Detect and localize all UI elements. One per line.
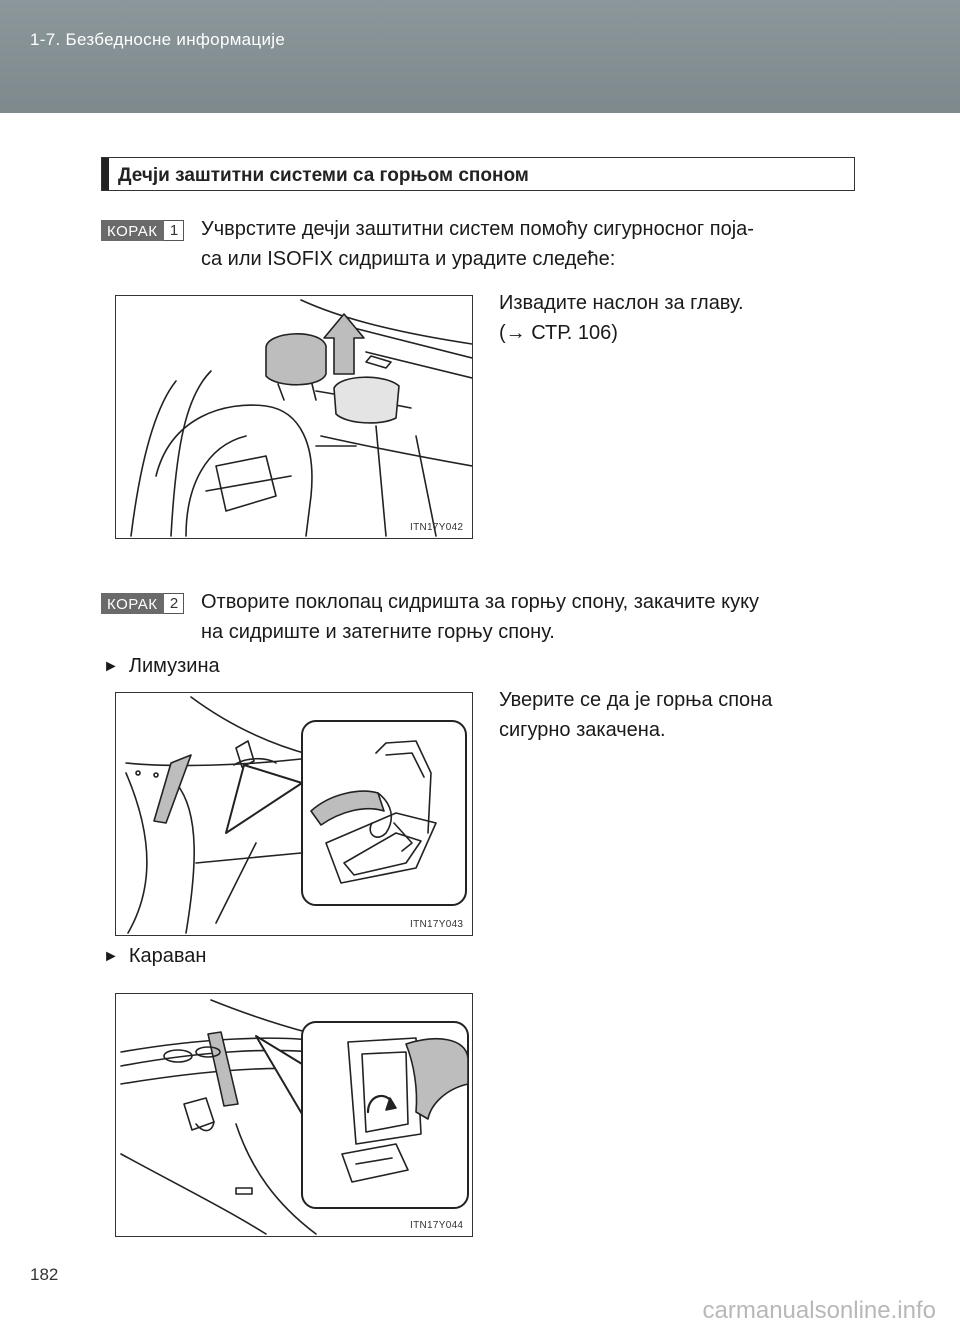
step-1-text: Учврстите дечји заштитни систем помоћу с… [201, 214, 754, 274]
chapter-header-band: 1-7. Безбедносне информације [0, 0, 960, 113]
figure-2-caption-line-1: Уверите се да је горња спона [499, 689, 773, 711]
pointer-triangle-icon: ► [103, 657, 119, 675]
figure-1-caption-line-2: (→ СТР. 106) [499, 322, 618, 344]
figure-2-code: ITN17Y043 [410, 919, 464, 930]
figure-sedan-tether: ITN17Y043 [115, 692, 473, 936]
watermark: carmanualsonline.info [702, 1297, 936, 1324]
step-1-badge-word: КОРАК [101, 220, 165, 241]
page-number: 182 [30, 1265, 59, 1284]
section-heading-text: Дечји заштитни системи са горњом споном [118, 165, 529, 186]
step-1-badge-number: 1 [164, 220, 185, 241]
step-2-line-2: на сидриште и затегните горњу спону. [201, 621, 555, 643]
variant-sedan-label: Лимузина [128, 655, 220, 677]
head-restraint-illustration [130, 299, 472, 537]
section-heading-bar [102, 158, 109, 190]
pointer-triangle-icon: ► [103, 947, 119, 965]
step-1-line-1: Учврстите дечји заштитни систем помоћу с… [201, 218, 754, 240]
chapter-title: 1-7. Безбедносне информације [30, 30, 286, 49]
wagon-tether-illustration [120, 999, 469, 1235]
variant-sedan: ► Лимузина [103, 655, 220, 678]
sedan-tether-illustration [125, 696, 467, 934]
figure-wagon-tether: ITN17Y044 [115, 993, 473, 1237]
figure-1-code: ITN17Y042 [410, 522, 464, 533]
figure-head-restraint: ITN17Y042 [115, 295, 473, 539]
figure-1-caption: Извадите наслон за главу. (→ СТР. 106) [499, 288, 744, 348]
figure-2-caption-line-2: сигурно закачена. [499, 719, 666, 741]
figure-3-code: ITN17Y044 [410, 1220, 464, 1231]
step-1-line-2: са или ISOFIX сидришта и урадите следеће… [201, 248, 616, 270]
step-2-badge-word: КОРАК [101, 593, 165, 614]
figure-2-caption: Уверите се да је горња спона сигурно зак… [499, 685, 772, 745]
section-heading: Дечји заштитни системи са горњом споном [101, 157, 855, 191]
step-2-badge-number: 2 [164, 593, 185, 614]
variant-wagon-label: Караван [128, 945, 207, 967]
step-2-text: Отворите поклопац сидришта за горњу спон… [201, 587, 759, 647]
step-1-badge: КОРАК 1 [101, 220, 185, 241]
step-2-badge: КОРАК 2 [101, 593, 185, 614]
step-2-line-1: Отворите поклопац сидришта за горњу спон… [201, 591, 760, 613]
figure-1-caption-line-1: Извадите наслон за главу. [499, 292, 744, 314]
variant-wagon: ► Караван [103, 945, 206, 968]
